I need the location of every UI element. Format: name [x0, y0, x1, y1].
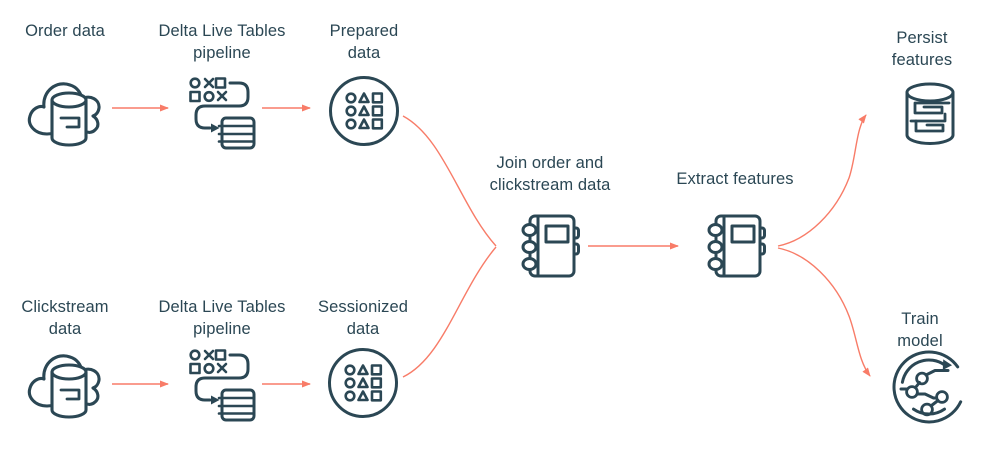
node-label-sessionized: Sessionized data: [317, 298, 409, 338]
dataset-shapes-circle-icon: [328, 75, 400, 147]
delta-live-tables-pipeline-icon: [188, 348, 256, 422]
node-label-prepared: Prepared data: [329, 22, 399, 62]
node-label-clickstream: Clickstream data: [21, 298, 109, 338]
node-label-join: Join order and clickstream data: [489, 154, 611, 194]
edge-sessionized-to-join: [402, 246, 497, 378]
delta-live-tables-pipeline-icon: [188, 76, 256, 150]
node-label-persist: Persist features: [891, 29, 953, 69]
node-label-order: Order data: [25, 22, 105, 40]
node-label-train: Train model: [897, 310, 943, 350]
edge-prepared-to-join: [402, 115, 497, 247]
cloud-database-icon: [22, 74, 108, 148]
model-training-icon: [889, 347, 969, 427]
edge-extract-to-train: [777, 247, 871, 377]
node-label-dlt-bottom: Delta Live Tables pipeline: [158, 298, 286, 338]
notebook-icon: [516, 212, 580, 280]
edge-extract-to-persist: [777, 114, 867, 247]
notebook-icon: [702, 212, 766, 280]
node-label-dlt-top: Delta Live Tables pipeline: [158, 22, 286, 62]
cloud-database-icon: [22, 346, 108, 420]
dataset-shapes-circle-icon: [327, 347, 399, 419]
node-label-extract: Extract features: [676, 170, 794, 188]
feature-store-database-icon: [899, 80, 961, 148]
